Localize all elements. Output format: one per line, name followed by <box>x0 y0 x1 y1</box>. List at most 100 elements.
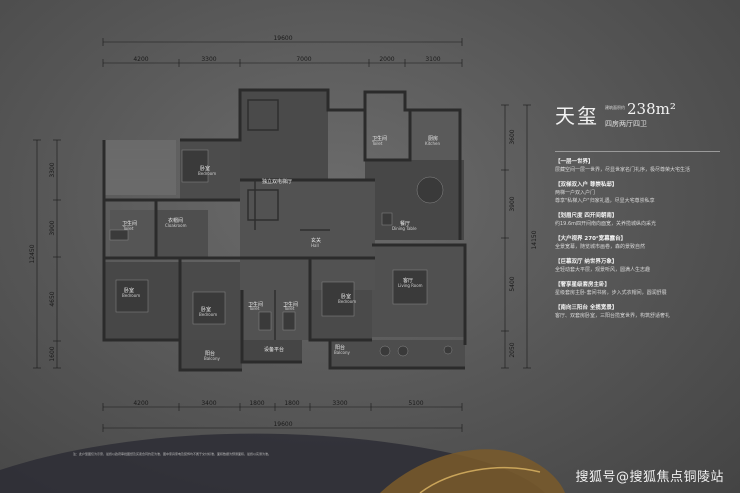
room-bath2-zh: 卫生间 <box>248 301 263 308</box>
dim-bottom-6: 5100 <box>408 400 423 407</box>
room-bed2-en: Bedroom <box>122 293 140 298</box>
bed-4 <box>321 281 355 317</box>
room-bath3-zh: 卫生间 <box>283 301 298 308</box>
area-row: 建筑面积约 238m² <box>605 100 676 118</box>
thin-walls <box>247 99 330 340</box>
feature-description: 两梯一户双入户门 尊享"私梯入户"归家礼遇，尽显大宅尊崇私享 <box>555 190 655 204</box>
room-bath4-en: Toilet <box>371 141 383 146</box>
feature-heading: 【一层一世界】 <box>555 159 594 165</box>
feature-heading: 【奢享星级套房主卧】 <box>555 282 611 288</box>
floor-areas <box>104 90 465 370</box>
room-bath1-en: Toilet <box>122 226 134 231</box>
area-value: 238m² <box>627 100 676 118</box>
bed-1 <box>181 149 209 183</box>
room-dining-en: Dining Table <box>392 226 417 231</box>
dim-bottom-total: 19600 <box>273 421 292 428</box>
room-bath4-zh: 卫生间 <box>372 135 387 142</box>
dim-bottom-4: 1800 <box>284 400 299 407</box>
stairs-hatch <box>110 149 170 181</box>
room-cloak-zh: 衣帽间 <box>168 217 183 224</box>
room-kitchen-en: Kitchen <box>425 141 440 146</box>
feature-description: 客厅、双套房卧室，三阳台揽宽世界，构筑舒适奢礼 <box>555 313 671 319</box>
feature-heading: 【划眉尺度 四开间朝南】 <box>555 213 618 219</box>
room-equip-zh: 设备平台 <box>264 346 284 353</box>
feature-heading: 【大户视界 270°宽幕露台】 <box>555 236 627 242</box>
dim-right-3: 5400 <box>509 276 516 291</box>
room-bath3-en: Toilet <box>283 306 295 311</box>
feature-item: 【划眉尺度 四开间朝南】约19.6m四开间南向面宽，关养揽城纵向采光 <box>555 212 735 228</box>
feature-item: 【双梯双入户 尊崇私邸】两梯一户双入户门 尊享"私梯入户"归家礼遇，尽显大宅尊崇… <box>555 181 735 205</box>
room-bed4-en: Bedroom <box>338 299 356 304</box>
area-label: 建筑面积约 <box>605 105 625 110</box>
sofa-set <box>392 269 428 305</box>
dim-top-2: 3300 <box>201 56 216 63</box>
room-living-en: Living Room <box>398 283 423 288</box>
dining-table <box>416 176 444 204</box>
feature-description: 层藏空间一层一世界，尽显世家名门礼序，极尽尊荣大宅生活 <box>555 167 691 173</box>
title-side: 建筑面积约 238m² 四房两厅四卫 <box>605 100 676 129</box>
room-bed1-zh: 卧室 <box>200 165 210 172</box>
right-dimensions <box>501 104 531 369</box>
room-balcony2-zh: 阳台 <box>335 344 345 351</box>
feature-description: 全轻动套大平层，观景听风，圆满人生志趣 <box>555 267 651 273</box>
room-bed3-en: Bedroom <box>199 312 217 317</box>
room-cloak-en: Cloakroom <box>165 223 187 228</box>
dim-left-4: 1600 <box>49 346 56 361</box>
feature-item: 【南向三阳台 全揽宽景】客厅、双套房卧室，三阳台揽宽世界，构筑舒适奢礼 <box>555 304 735 320</box>
furniture <box>109 149 453 357</box>
feature-item: 【一层一世界】层藏空间一层一世界，尽显世家名门礼序，极尽尊荣大宅生活 <box>555 158 735 174</box>
feature-description: 全景宽幕，随览城市画卷，森的景致自然 <box>555 244 646 250</box>
divider <box>555 151 720 152</box>
room-bath2-en: Toilet <box>248 306 260 311</box>
dim-right-1: 3600 <box>509 129 516 144</box>
room-bed1-en: Bedroom <box>198 171 216 176</box>
dim-top-5: 3100 <box>425 56 440 63</box>
dim-left-1: 3300 <box>49 162 56 177</box>
room-bath1-zh: 卫生间 <box>122 220 137 227</box>
bed-2 <box>115 279 149 313</box>
feature-heading: 【巨幕双厅 纳世界万象】 <box>555 259 618 265</box>
dim-bottom-2: 3400 <box>201 400 216 407</box>
dim-bottom-3: 1800 <box>249 400 264 407</box>
dim-top-total: 19600 <box>273 35 292 42</box>
room-bed2-zh: 卧室 <box>124 287 134 294</box>
decor-wave-light <box>419 467 541 493</box>
unit-title: 天玺 <box>555 104 599 128</box>
room-balcony1-en: Balcony <box>204 356 220 361</box>
title-row: 天玺 建筑面积约 238m² 四房两厅四卫 <box>555 100 735 129</box>
room-hall-en: Hall <box>311 243 319 248</box>
dim-top-4: 2000 <box>379 56 394 63</box>
dim-left-3: 4650 <box>49 291 56 306</box>
room-balcony2-en: Balcony <box>334 350 350 355</box>
top-dimensions <box>102 38 463 67</box>
room-dining-zh: 餐厅 <box>400 220 410 227</box>
layout-text: 四房两厅四卫 <box>605 120 647 128</box>
walls <box>102 88 467 372</box>
room-lift-zh: 独立双电梯厅 <box>262 178 292 185</box>
footer-disclaimer: 注：此户型图仅为示意，最终以政府审批图纸及买卖合同约定为准，图中家具家电及装饰均… <box>73 452 272 456</box>
info-panel: 天玺 建筑面积约 238m² 四房两厅四卫 【一层一世界】层藏空间一层一世界，尽… <box>555 100 735 327</box>
room-bed4-zh: 卧室 <box>341 293 351 300</box>
dim-left-2: 3900 <box>49 220 56 235</box>
feature-description: 约19.6m四开间南向面宽，关养揽城纵向采光 <box>555 221 657 227</box>
room-hall-zh: 玄关 <box>311 237 321 244</box>
dim-bottom-5: 3300 <box>332 400 347 407</box>
dim-left-total: 12450 <box>29 244 36 263</box>
feature-heading: 【双梯双入户 尊崇私邸】 <box>555 182 618 188</box>
dim-right-total: 14150 <box>531 230 538 249</box>
feature-item: 【大户视界 270°宽幕露台】全景宽幕，随览城市画卷，森的景致自然 <box>555 235 735 251</box>
dim-right-4: 2050 <box>509 342 516 357</box>
feature-item: 【奢享星级套房主卧】星级套房主卧·套间书房，步入式衣帽间，圆润舒展 <box>555 281 735 297</box>
feature-item: 【巨幕双厅 纳世界万象】全轻动套大平层，观景听风，圆满人生志趣 <box>555 258 735 274</box>
left-dimensions <box>33 139 61 369</box>
dim-bottom-1: 4200 <box>133 400 148 407</box>
watermark: 搜狐号@搜狐焦点铜陵站 <box>575 470 724 485</box>
room-balcony1-zh: 阳台 <box>205 350 215 357</box>
bed-3 <box>192 291 226 325</box>
room-kitchen-zh: 厨房 <box>428 135 438 142</box>
dim-top-3: 7000 <box>296 56 311 63</box>
feature-description: 星级套房主卧·套间书房，步入式衣帽间，圆润舒展 <box>555 290 667 296</box>
dim-top-1: 4200 <box>133 56 148 63</box>
room-living-zh: 客厅 <box>403 277 413 284</box>
